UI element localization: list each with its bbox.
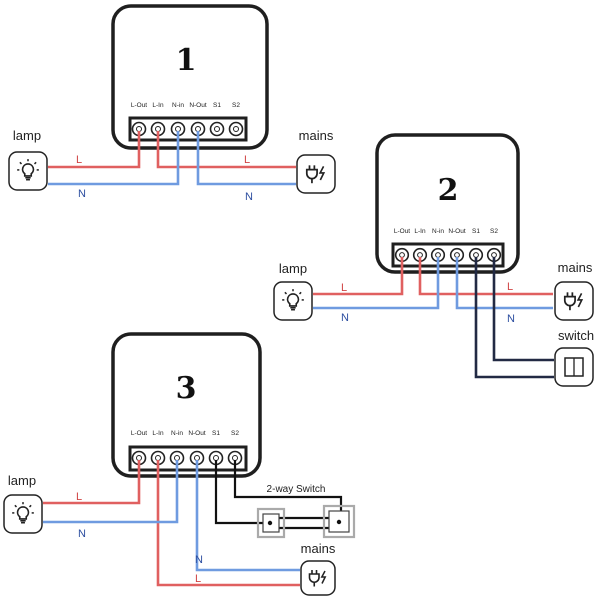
two-way-switch-a bbox=[256, 507, 286, 539]
mains-label: mains bbox=[558, 260, 593, 275]
wire-switch-s2 bbox=[492, 257, 554, 362]
terminal-label-s1: S1 bbox=[213, 102, 221, 109]
terminal-label-n-out: N-Out bbox=[448, 228, 466, 235]
lamp-label: lamp bbox=[13, 128, 41, 143]
terminal-label-l-in: L-In bbox=[414, 228, 426, 235]
terminal-block bbox=[128, 116, 248, 142]
wire-label-live-mains: L bbox=[244, 154, 250, 166]
terminal-block bbox=[391, 242, 505, 268]
wire-label-neutral-mains: N bbox=[507, 313, 515, 325]
terminal-label-l-in: L-In bbox=[152, 102, 164, 109]
terminal-label-l-out: L-Out bbox=[131, 102, 147, 109]
wire-label-live: L bbox=[76, 491, 82, 503]
terminal-label-s2: S2 bbox=[231, 430, 239, 437]
diagram-2: 2 L-Out L-In N-in N-Out S1 S2 L N L N la… bbox=[273, 133, 594, 387]
wire-label-live-mains: L bbox=[195, 573, 201, 585]
mains-label: mains bbox=[299, 128, 334, 143]
wire-live-mains bbox=[156, 460, 300, 587]
wall-switch-icon bbox=[564, 357, 584, 377]
wire-label-live-mains: L bbox=[507, 281, 513, 293]
terminal-screws bbox=[131, 450, 243, 466]
diagram-number: 2 bbox=[438, 173, 459, 208]
terminal-label-s1: S1 bbox=[472, 228, 480, 235]
wire-neutral-lamp bbox=[313, 257, 440, 310]
device-body bbox=[111, 332, 262, 478]
terminal-label-n-out: N-Out bbox=[189, 102, 207, 109]
terminal-label-s1: S1 bbox=[212, 430, 220, 437]
wire-label-neutral-mains: N bbox=[195, 554, 203, 566]
wire-two-way-s2 bbox=[233, 460, 343, 518]
wire-live-lamp bbox=[313, 257, 404, 296]
lamp-box bbox=[273, 281, 313, 321]
wire-live-mains bbox=[156, 131, 296, 169]
two-way-switch-b bbox=[322, 504, 356, 539]
lamp-box bbox=[8, 151, 48, 191]
wire-two-way-s1 bbox=[214, 460, 266, 525]
diagram-1: 1 L-Out L-In N-in N-Out S1 S2 L N L N la… bbox=[8, 4, 336, 203]
diagram-3: 3 L-Out L-In N-in N-Out S1 S2 L N N L 2-… bbox=[3, 332, 356, 596]
wire-live-lamp bbox=[43, 460, 141, 505]
wire-neutral-lamp bbox=[43, 460, 179, 524]
wire-label-neutral-mains: N bbox=[245, 191, 253, 203]
wire-label-neutral: N bbox=[78, 528, 86, 540]
wire-neutral-lamp bbox=[48, 131, 180, 186]
wire-switch-s1 bbox=[474, 257, 554, 379]
lamp-label: lamp bbox=[8, 473, 36, 488]
two-way-switch-label: 2-way Switch bbox=[267, 484, 326, 495]
device-body bbox=[375, 133, 520, 274]
diagram-number: 1 bbox=[176, 43, 197, 78]
terminal-screws bbox=[131, 121, 244, 137]
lamp-box bbox=[3, 494, 43, 534]
device-body bbox=[111, 4, 269, 150]
terminal-label-n-in: N-in bbox=[172, 102, 184, 109]
wire-label-neutral: N bbox=[341, 312, 349, 324]
mains-label: mains bbox=[301, 541, 336, 556]
mains-box bbox=[300, 560, 336, 596]
diagram-number: 3 bbox=[176, 371, 197, 406]
wire-label-live: L bbox=[76, 154, 82, 166]
switch-label: switch bbox=[558, 328, 594, 343]
wire-label-live: L bbox=[341, 282, 347, 294]
terminal-label-l-out: L-Out bbox=[131, 430, 147, 437]
terminal-label-n-in: N-in bbox=[171, 430, 183, 437]
terminal-label-s2: S2 bbox=[490, 228, 498, 235]
terminal-screws bbox=[394, 247, 502, 263]
terminal-label-n-in: N-in bbox=[432, 228, 444, 235]
mains-box bbox=[296, 154, 336, 194]
lamp-label: lamp bbox=[279, 261, 307, 276]
terminal-label-l-out: L-Out bbox=[394, 228, 410, 235]
wire-label-neutral: N bbox=[78, 188, 86, 200]
mains-box bbox=[554, 281, 594, 321]
terminal-label-s2: S2 bbox=[232, 102, 240, 109]
terminal-label-l-in: L-In bbox=[152, 430, 164, 437]
wire-neutral-mains bbox=[195, 460, 300, 572]
wire-live-lamp bbox=[48, 131, 141, 169]
wire-live-mains bbox=[418, 257, 553, 296]
terminal-label-n-out: N-Out bbox=[188, 430, 206, 437]
wire-neutral-mains bbox=[455, 257, 553, 310]
wire-neutral-mains bbox=[196, 131, 296, 186]
